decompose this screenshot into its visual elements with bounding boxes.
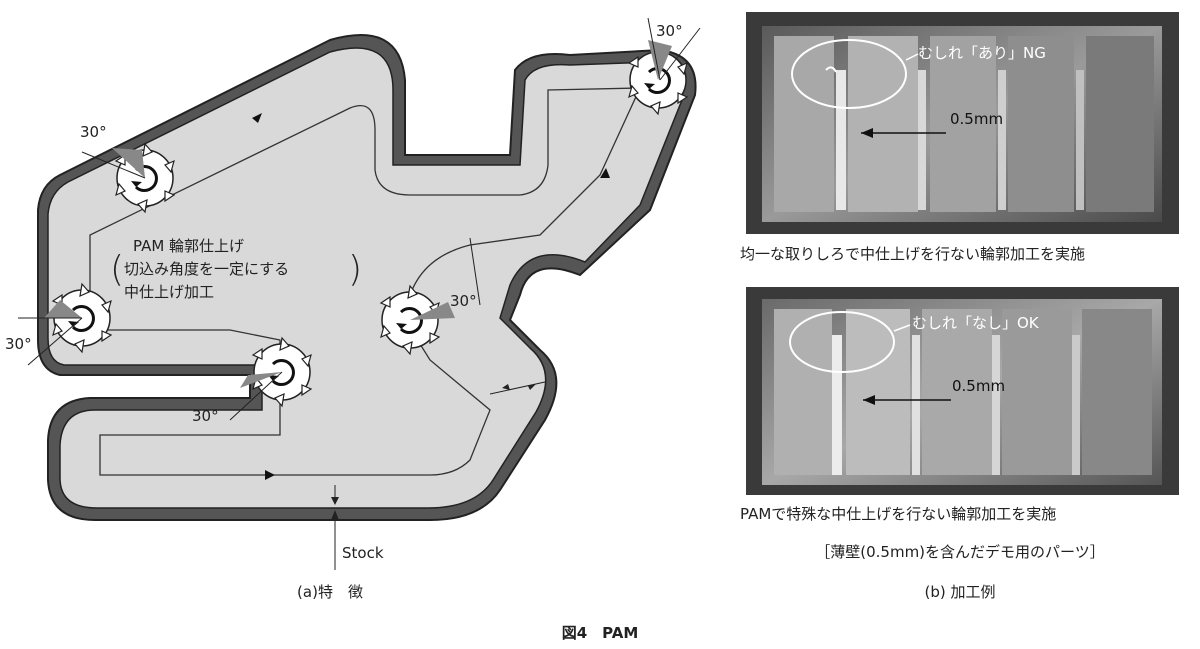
direction-arrow-1 [252, 113, 262, 123]
pam-toolpath-diagram [18, 17, 701, 570]
angle-label-1: 30° [80, 123, 107, 141]
angle-label-3: 30° [192, 407, 219, 425]
angle-wedge-4 [410, 302, 455, 320]
angle-label-5: 30° [656, 22, 683, 40]
note-line-3: 中仕上げ加工 [124, 283, 215, 301]
left-caption: (a)特 徴 [297, 583, 363, 601]
photo-ng: むしれ「あり」NG 0.5mm [746, 12, 1179, 234]
direction-arrow-3 [265, 470, 275, 480]
photo1-annotation: むしれ「あり」NG [918, 44, 1046, 62]
angle-label-4: 30° [450, 292, 477, 310]
part-region [47, 47, 684, 509]
angle-wedge-2 [44, 300, 82, 318]
photo-ok: むしれ「なし」OK 0.5mm [746, 287, 1179, 495]
open-paren: ( [110, 249, 125, 290]
photo1-caption: 均一な取りしろで中仕上げを行ない輪郭加工を実施 [740, 245, 1086, 263]
photo2-annotation: むしれ「なし」OK [912, 314, 1039, 332]
stock-label: Stock [342, 544, 384, 562]
note-line-2: 切込み角度を一定にする [124, 260, 290, 278]
figure-title: 図4 PAM [561, 624, 639, 642]
offset-marker [489, 381, 546, 395]
demo-note: ［薄壁(0.5mm)を含んだデモ用のパーツ］ [815, 543, 1105, 561]
photo2-caption: PAMで特殊な中仕上げを行ない輪郭加工を実施 [740, 505, 1057, 523]
direction-arrow-2 [600, 168, 610, 178]
right-caption: (b) 加工例 [924, 583, 996, 601]
close-paren: ) [348, 249, 363, 290]
angle-wedge-1 [112, 148, 145, 178]
note-line-1: PAM 輪郭仕上げ [133, 237, 245, 255]
angle-label-2: 30° [5, 335, 32, 353]
angle-wedge-3 [240, 372, 282, 388]
photo1-dimension: 0.5mm [950, 110, 1004, 128]
photo2-dimension: 0.5mm [952, 377, 1006, 395]
